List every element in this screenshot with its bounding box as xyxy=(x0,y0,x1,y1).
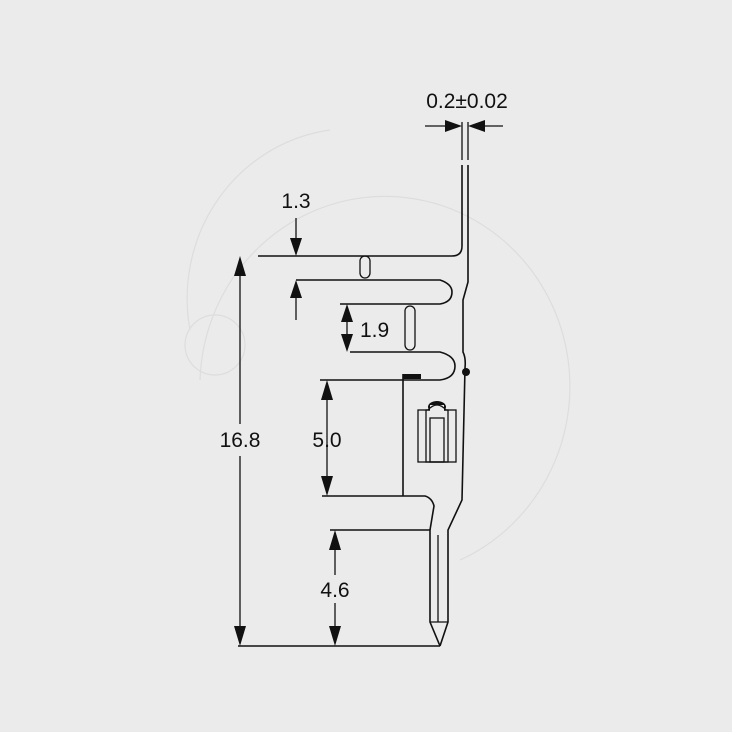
dim-slot-height: 1.9 xyxy=(341,304,389,352)
spine-right-edge xyxy=(439,165,469,647)
arrow-thickness-left xyxy=(445,120,462,132)
body-bottom xyxy=(322,495,435,531)
watermark xyxy=(184,129,571,561)
label-top-gap: 1.3 xyxy=(281,190,310,213)
dim-overall-length: 16.8 xyxy=(220,256,261,646)
arrow-top-gap-up xyxy=(290,280,302,298)
latch-dot xyxy=(462,368,470,376)
dim-tip-length: 4.6 xyxy=(320,530,350,646)
contact-strip xyxy=(258,165,463,257)
label-overall-length: 16.8 xyxy=(220,429,261,452)
dim-thickness: 0.2±0.02 xyxy=(425,90,508,160)
latch-tab xyxy=(403,374,421,379)
spring-arm-upper xyxy=(296,279,453,305)
label-tip-length: 4.6 xyxy=(320,579,349,602)
arrow-tip-down xyxy=(329,626,341,646)
arrow-body-up xyxy=(321,380,333,400)
tip-left-edge xyxy=(330,529,441,647)
middle-slot xyxy=(404,305,416,351)
arrow-overall-up xyxy=(234,256,246,276)
dim-top-gap: 1.3 xyxy=(281,190,311,320)
arrow-top-gap-down xyxy=(290,238,302,256)
arrow-thickness-right xyxy=(468,120,485,132)
upper-slot xyxy=(359,255,371,279)
dim-body-length: 5.0 xyxy=(312,380,342,496)
arrow-slot-down xyxy=(341,334,353,352)
label-body-length: 5.0 xyxy=(312,429,341,452)
window xyxy=(417,401,457,463)
arrow-tip-up xyxy=(329,530,341,550)
arrow-body-down xyxy=(321,476,333,496)
arrow-slot-up xyxy=(341,304,353,322)
label-thickness: 0.2±0.02 xyxy=(426,90,508,113)
terminal-outline xyxy=(238,165,470,647)
arrow-overall-down xyxy=(234,626,246,646)
spring-arm-lower xyxy=(320,351,456,381)
label-slot-height: 1.9 xyxy=(360,319,389,342)
